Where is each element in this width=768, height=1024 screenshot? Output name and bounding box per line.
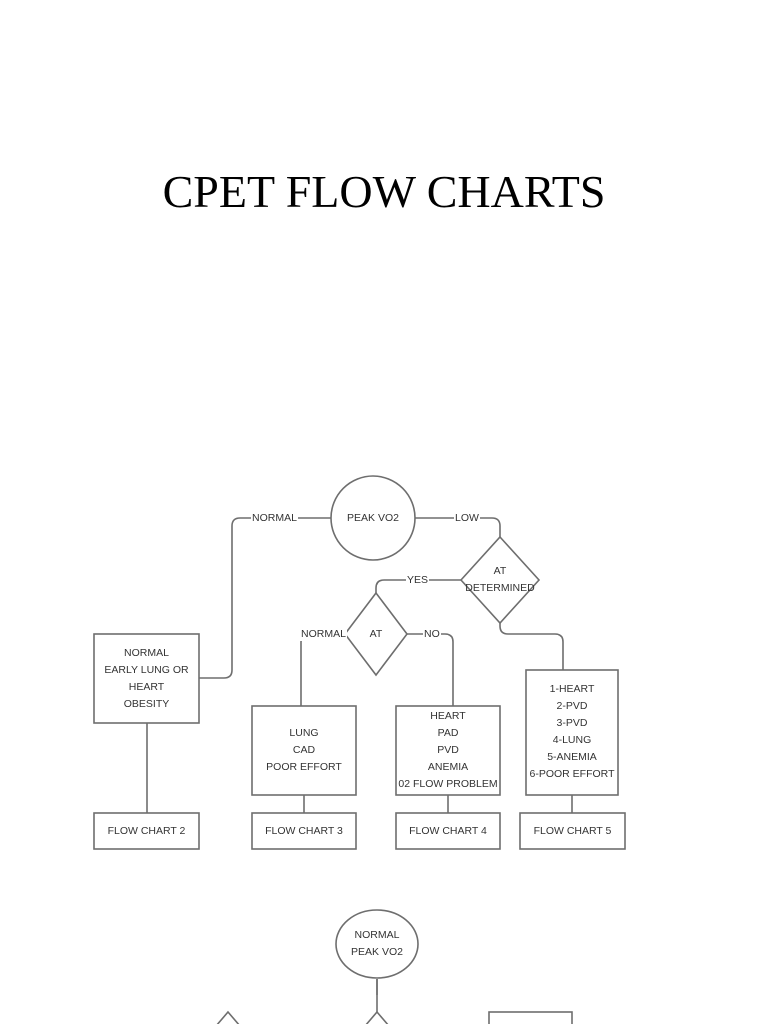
list-box bbox=[525, 669, 619, 796]
lung-box-line-3: POOR EFFORT bbox=[266, 761, 342, 773]
at-determined-label: AT DETERMINED bbox=[461, 563, 539, 597]
connector-at-determined-yes bbox=[375, 579, 461, 593]
at-text: AT bbox=[369, 627, 383, 640]
lung-box-line-1: LUNG bbox=[289, 727, 319, 739]
page-title: CPET FLOW CHARTS bbox=[162, 166, 606, 217]
normal-box-line-4: OBESITY bbox=[123, 698, 170, 710]
bottom-right-box bbox=[488, 1011, 573, 1024]
edge-label-low: LOW bbox=[454, 511, 480, 525]
at-determined-line-1: AT bbox=[493, 565, 507, 577]
normal-peak-vo2-label: NORMAL PEAK VO2 bbox=[336, 927, 418, 961]
lung-box-line-2: CAD bbox=[292, 744, 316, 756]
lung-box-label: LUNG CAD POOR EFFORT bbox=[252, 725, 356, 776]
normal-box-line-3: HEART bbox=[128, 681, 165, 693]
list-box-line-4: 4-LUNG bbox=[552, 734, 592, 746]
connector-peak-low bbox=[415, 517, 501, 537]
heart-box-line-2: PAD bbox=[437, 727, 459, 739]
normal-box-line-1: NORMAL bbox=[124, 647, 169, 659]
normal-peak-vo2-line-2: PEAK VO2 bbox=[351, 946, 403, 958]
connector-at-normal bbox=[300, 633, 345, 706]
heart-box-line-5: 02 FLOW PROBLEM bbox=[398, 778, 498, 790]
flow-chart-5-label: FLOW CHART 5 bbox=[533, 824, 612, 837]
edge-label-yes: YES bbox=[406, 573, 430, 587]
flow-chart-4-label: FLOW CHART 4 bbox=[409, 824, 487, 837]
bottom-left-decision bbox=[216, 1010, 240, 1024]
heart-box-line-1: HEART bbox=[430, 710, 466, 722]
connector-at-determined-list bbox=[499, 623, 564, 670]
peak-vo2-text: PEAK VO2 bbox=[347, 511, 399, 524]
at-label: AT bbox=[345, 625, 407, 643]
normal-peak-vo2-line-1: NORMAL bbox=[354, 929, 400, 941]
normal-peak-vo2-node bbox=[335, 909, 419, 979]
at-decision bbox=[343, 591, 409, 677]
heart-box-label: HEART PAD PVD ANEMIA 02 FLOW PROBLEM bbox=[396, 708, 500, 793]
connector-peak-normal bbox=[199, 517, 331, 679]
at-determined-decision bbox=[459, 535, 541, 625]
flow-chart-4-box bbox=[395, 812, 501, 850]
edge-label-no: NO bbox=[423, 627, 441, 641]
flow-chart-5-box bbox=[519, 812, 626, 850]
flow-chart-2-box bbox=[93, 812, 200, 850]
heart-box-line-3: PVD bbox=[437, 744, 459, 756]
list-box-line-3: 3-PVD bbox=[556, 717, 588, 729]
bottom-center-decision bbox=[365, 1010, 389, 1024]
flow-chart-3-box bbox=[251, 812, 357, 850]
flow-chart-2-label: FLOW CHART 2 bbox=[107, 824, 186, 837]
connector-at-no bbox=[407, 633, 454, 706]
normal-box-label: NORMAL EARLY LUNG OR HEART OBESITY bbox=[94, 645, 199, 713]
heart-box bbox=[395, 705, 501, 796]
peak-vo2-node bbox=[330, 475, 416, 561]
list-box-label: 1-HEART 2-PVD 3-PVD 4-LUNG 5-ANEMIA 6-PO… bbox=[526, 681, 618, 783]
edge-label-normal: NORMAL bbox=[251, 511, 298, 525]
at-determined-line-2: DETERMINED bbox=[465, 582, 535, 594]
list-box-line-2: 2-PVD bbox=[556, 700, 588, 712]
normal-box bbox=[93, 633, 200, 724]
list-box-line-5: 5-ANEMIA bbox=[547, 751, 597, 763]
flow-chart-3-label: FLOW CHART 3 bbox=[265, 824, 343, 837]
list-box-line-6: 6-POOR EFFORT bbox=[529, 768, 615, 780]
list-box-line-1: 1-HEART bbox=[549, 683, 595, 695]
lung-box bbox=[251, 705, 357, 796]
heart-box-line-4: ANEMIA bbox=[427, 761, 469, 773]
normal-box-line-2: EARLY LUNG OR bbox=[104, 664, 189, 676]
peak-vo2-label: PEAK VO2 bbox=[331, 509, 415, 527]
edge-label-at-normal: NORMAL bbox=[300, 627, 347, 641]
